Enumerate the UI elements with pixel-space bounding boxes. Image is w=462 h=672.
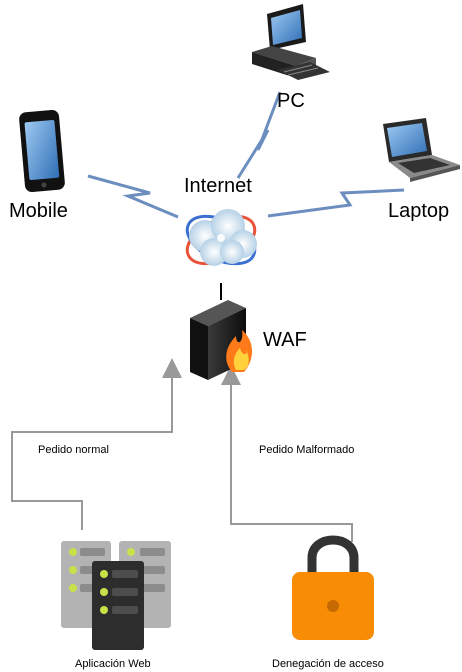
link-pc-internet [236,91,282,179]
smartphone-icon [19,109,65,193]
padlock-icon [292,535,374,640]
normal-request-connector [11,358,182,530]
firewall-icon [190,300,253,380]
web-app-label: Aplicación Web [75,658,151,670]
internet-cloud-icon [185,209,257,266]
internet-label: Internet [184,175,252,197]
laptop-icon [383,118,460,182]
pc-label: PC [277,90,305,112]
desktop-pc-icon [252,4,330,80]
link-mobile-internet [87,174,179,219]
server-rack-icon [61,541,171,650]
link-laptop-internet [267,188,405,218]
malformed-request-label: Pedido Malformado [259,444,355,456]
normal-request-label: Pedido normal [38,444,109,456]
mobile-label: Mobile [9,200,68,222]
access-denied-label: Denegación de acceso [272,658,384,670]
laptop-label: Laptop [388,200,450,222]
malformed-request-connector [221,365,353,542]
waf-label: WAF [263,329,307,351]
